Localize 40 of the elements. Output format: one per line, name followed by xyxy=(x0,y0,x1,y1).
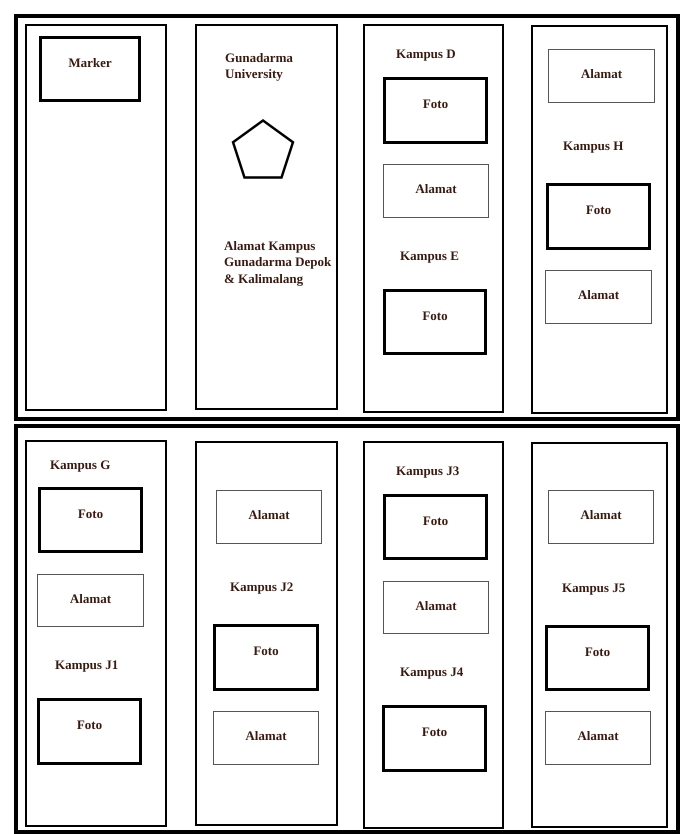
heading-text: Kampus J2 xyxy=(230,579,294,596)
text-field: Alamat xyxy=(548,49,655,103)
screen-column xyxy=(531,25,668,414)
screen-column xyxy=(195,24,338,410)
heading-text: Kampus D xyxy=(396,46,457,62)
screen-column xyxy=(25,440,167,827)
text-field: Alamat xyxy=(545,711,651,765)
screen-column xyxy=(531,442,668,828)
screen-column xyxy=(363,24,504,413)
text-field: Alamat xyxy=(383,581,489,634)
image-field: Foto xyxy=(383,77,488,144)
heading-text: Kampus G xyxy=(50,457,112,474)
screen-column xyxy=(195,441,338,826)
image-field: Foto xyxy=(382,705,487,772)
text-field: Alamat xyxy=(383,164,489,218)
heading-text: Kampus E xyxy=(400,248,460,264)
heading-text: Alamat Kampus Gunadarma Depok & Kalimalang xyxy=(224,238,332,287)
image-field: Foto xyxy=(213,624,319,691)
image-field: Foto xyxy=(38,487,143,553)
heading-text: Kampus J4 xyxy=(400,664,464,680)
text-field: Alamat xyxy=(216,490,322,544)
heading-text: Kampus J3 xyxy=(396,463,460,480)
panel-frame xyxy=(14,14,680,421)
screen-column xyxy=(363,441,504,829)
text-field: Alamat xyxy=(545,270,652,324)
panel-frame xyxy=(14,424,680,834)
text-field: Alamat xyxy=(548,490,654,544)
heading-text: Kampus H xyxy=(563,138,624,154)
heading-text: Kampus J1 xyxy=(55,657,120,674)
image-field: Foto xyxy=(383,494,488,560)
text-field: Alamat xyxy=(37,574,144,627)
screen-column xyxy=(25,24,167,411)
image-field: Foto xyxy=(545,625,650,691)
image-field: Foto xyxy=(383,289,487,355)
heading-text: Gunadarma University xyxy=(225,50,294,82)
image-field: Foto xyxy=(37,698,142,765)
text-field: Alamat xyxy=(213,711,319,765)
image-field: Marker xyxy=(39,36,141,102)
heading-text: Kampus J5 xyxy=(562,580,626,596)
image-field: Foto xyxy=(546,183,651,250)
